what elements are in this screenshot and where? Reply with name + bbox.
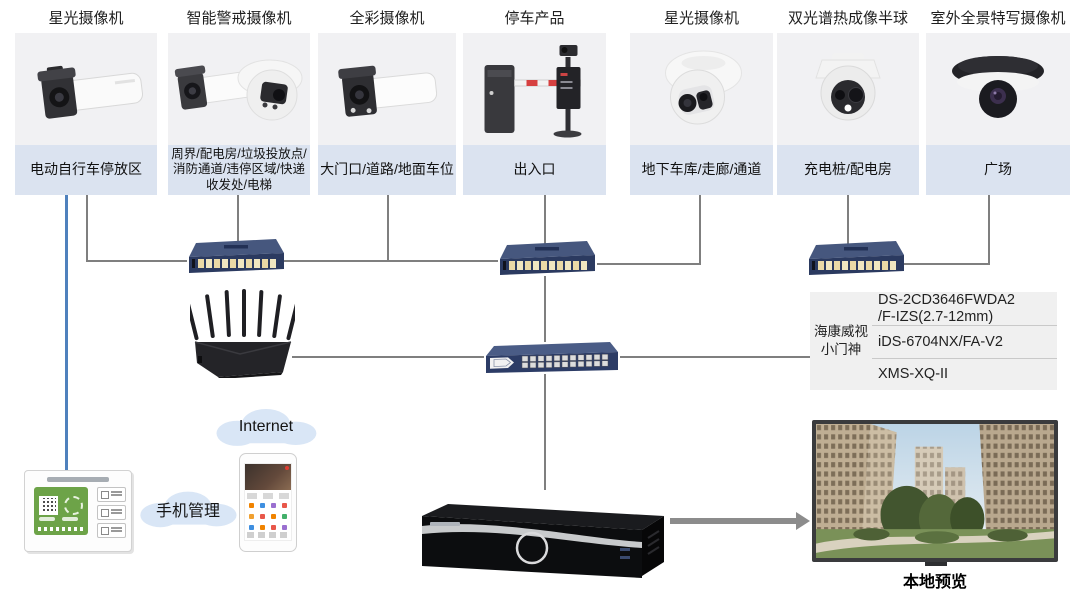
panel-pill <box>39 517 55 521</box>
app-banner-image <box>245 464 291 490</box>
monitor-stand <box>925 562 947 566</box>
app-icon-grid <box>248 503 290 533</box>
link-switch3-camera7-h <box>904 263 990 265</box>
phone-screen <box>244 463 292 541</box>
card-thermal-turret: 双光谱热成像半球 充电桩/配电房 <box>777 6 919 195</box>
panoramic-camera-image <box>926 33 1070 145</box>
mobile-phone <box>239 453 297 552</box>
poe-switch-2 <box>497 240 597 282</box>
thermal-turret-camera-image <box>777 33 919 145</box>
card-parking: 停车产品 出入口 <box>463 6 606 195</box>
turret-camera-image <box>630 33 773 145</box>
link-coreswitch-nvr <box>544 374 546 490</box>
app-nav-bar <box>247 532 289 538</box>
link-camera1-switch1-h <box>86 260 187 262</box>
link-camera6-switch3 <box>847 195 849 246</box>
card-label: 电动自行车停放区 <box>15 145 157 195</box>
card-title: 全彩摄像机 <box>349 10 425 27</box>
card-title: 室外全景特写摄像机 <box>930 10 1066 27</box>
card-label: 地下车库/走廊/通道 <box>630 145 773 195</box>
poe-switch-1 <box>186 238 286 280</box>
card-title: 双光谱热成像半球 <box>787 10 908 27</box>
card-title: 星光摄像机 <box>48 10 124 27</box>
barrier-gate-image <box>463 33 606 145</box>
charger-header-bar <box>47 477 109 482</box>
vendor-label: 海康威视 小门神 <box>814 324 868 357</box>
panel-dots <box>38 527 84 531</box>
preview-monitor <box>812 420 1058 562</box>
link-camera5-switch2-v <box>699 195 701 265</box>
charger-button-3 <box>97 523 126 538</box>
mobile-mgmt-label: 手机管理 <box>155 503 220 520</box>
charger-button-2 <box>97 505 126 520</box>
panel-pill <box>62 517 78 521</box>
bullet-and-turret-camera-image <box>168 33 310 145</box>
link-camera2-switch1 <box>237 195 239 243</box>
card-title: 智能警戒摄像机 <box>186 10 292 27</box>
card-colorvu: 全彩摄像机 大门口/道路/地面车位 <box>318 6 456 195</box>
link-camera4-switch2 <box>544 195 546 246</box>
link-switch2-camera5-h <box>597 263 701 265</box>
link-camera7-switch3-v <box>988 195 990 265</box>
qr-code <box>39 496 58 515</box>
model-list: DS-2CD3646FWDA2 /F-IZS(2.7-12mm) iDS-670… <box>872 292 1057 390</box>
link-coreswitch-modelbox <box>620 356 810 358</box>
internet-label: Internet <box>238 418 294 435</box>
poe-switch-3 <box>806 240 906 282</box>
card-label: 大门口/道路/地面车位 <box>318 145 456 195</box>
notification-dot <box>285 466 289 470</box>
ebike-charging-station <box>24 470 132 552</box>
monitor-caption: 本地预览 <box>902 574 967 591</box>
app-menu-row <box>247 493 289 499</box>
link-switch1-switch2 <box>283 260 498 262</box>
core-switch <box>482 340 622 378</box>
charger-button-1 <box>97 487 126 502</box>
card-starlight-turret: 星光摄像机 地下车库/走廊/通道 <box>630 6 773 195</box>
card-label: 广场 <box>926 145 1070 195</box>
link-camera3-bus <box>387 195 389 262</box>
wifi-router <box>190 286 295 378</box>
card-title: 停车产品 <box>504 10 565 27</box>
card-panoramic: 室外全景特写摄像机 广场 <box>926 6 1070 195</box>
card-label: 充电桩/配电房 <box>777 145 919 195</box>
card-smart-alert: 智能警戒摄像机 周界/配电房/垃圾投放点/消防通道/违停区域/快递收发处/电梯 <box>168 6 310 195</box>
card-starlight-bullet: 星光摄像机 电动自行车停放区 <box>15 6 157 195</box>
charger-green-panel <box>34 487 88 535</box>
link-nvr-monitor <box>670 518 796 524</box>
internet-cloud: Internet <box>212 403 320 451</box>
link-switch2-coreswitch <box>544 276 546 342</box>
card-title: 星光摄像机 <box>663 10 739 27</box>
bullet-camera-image <box>318 33 456 145</box>
card-label: 出入口 <box>463 145 606 195</box>
phone-scan-icon <box>64 496 83 515</box>
link-camera1-charger <box>65 195 68 471</box>
model-row: XMS-XQ-II <box>872 357 1057 390</box>
bullet-camera-image <box>15 33 157 145</box>
monitor-screen <box>816 424 1054 558</box>
link-router-coreswitch <box>292 356 484 358</box>
model-box: 海康威视 小门神 DS-2CD3646FWDA2 /F-IZS(2.7-12mm… <box>810 292 1057 390</box>
mobile-mgmt-cloud: 手机管理 <box>136 485 240 533</box>
model-row: DS-2CD3646FWDA2 /F-IZS(2.7-12mm) <box>878 292 1015 325</box>
arrow-head <box>796 512 810 530</box>
nvr-recorder <box>412 486 680 586</box>
card-label: 周界/配电房/垃圾投放点/消防通道/违停区域/快递收发处/电梯 <box>168 145 310 195</box>
model-row: iDS-6704NX/FA-V2 <box>872 325 1057 357</box>
link-camera1-switch1-v <box>86 195 88 261</box>
